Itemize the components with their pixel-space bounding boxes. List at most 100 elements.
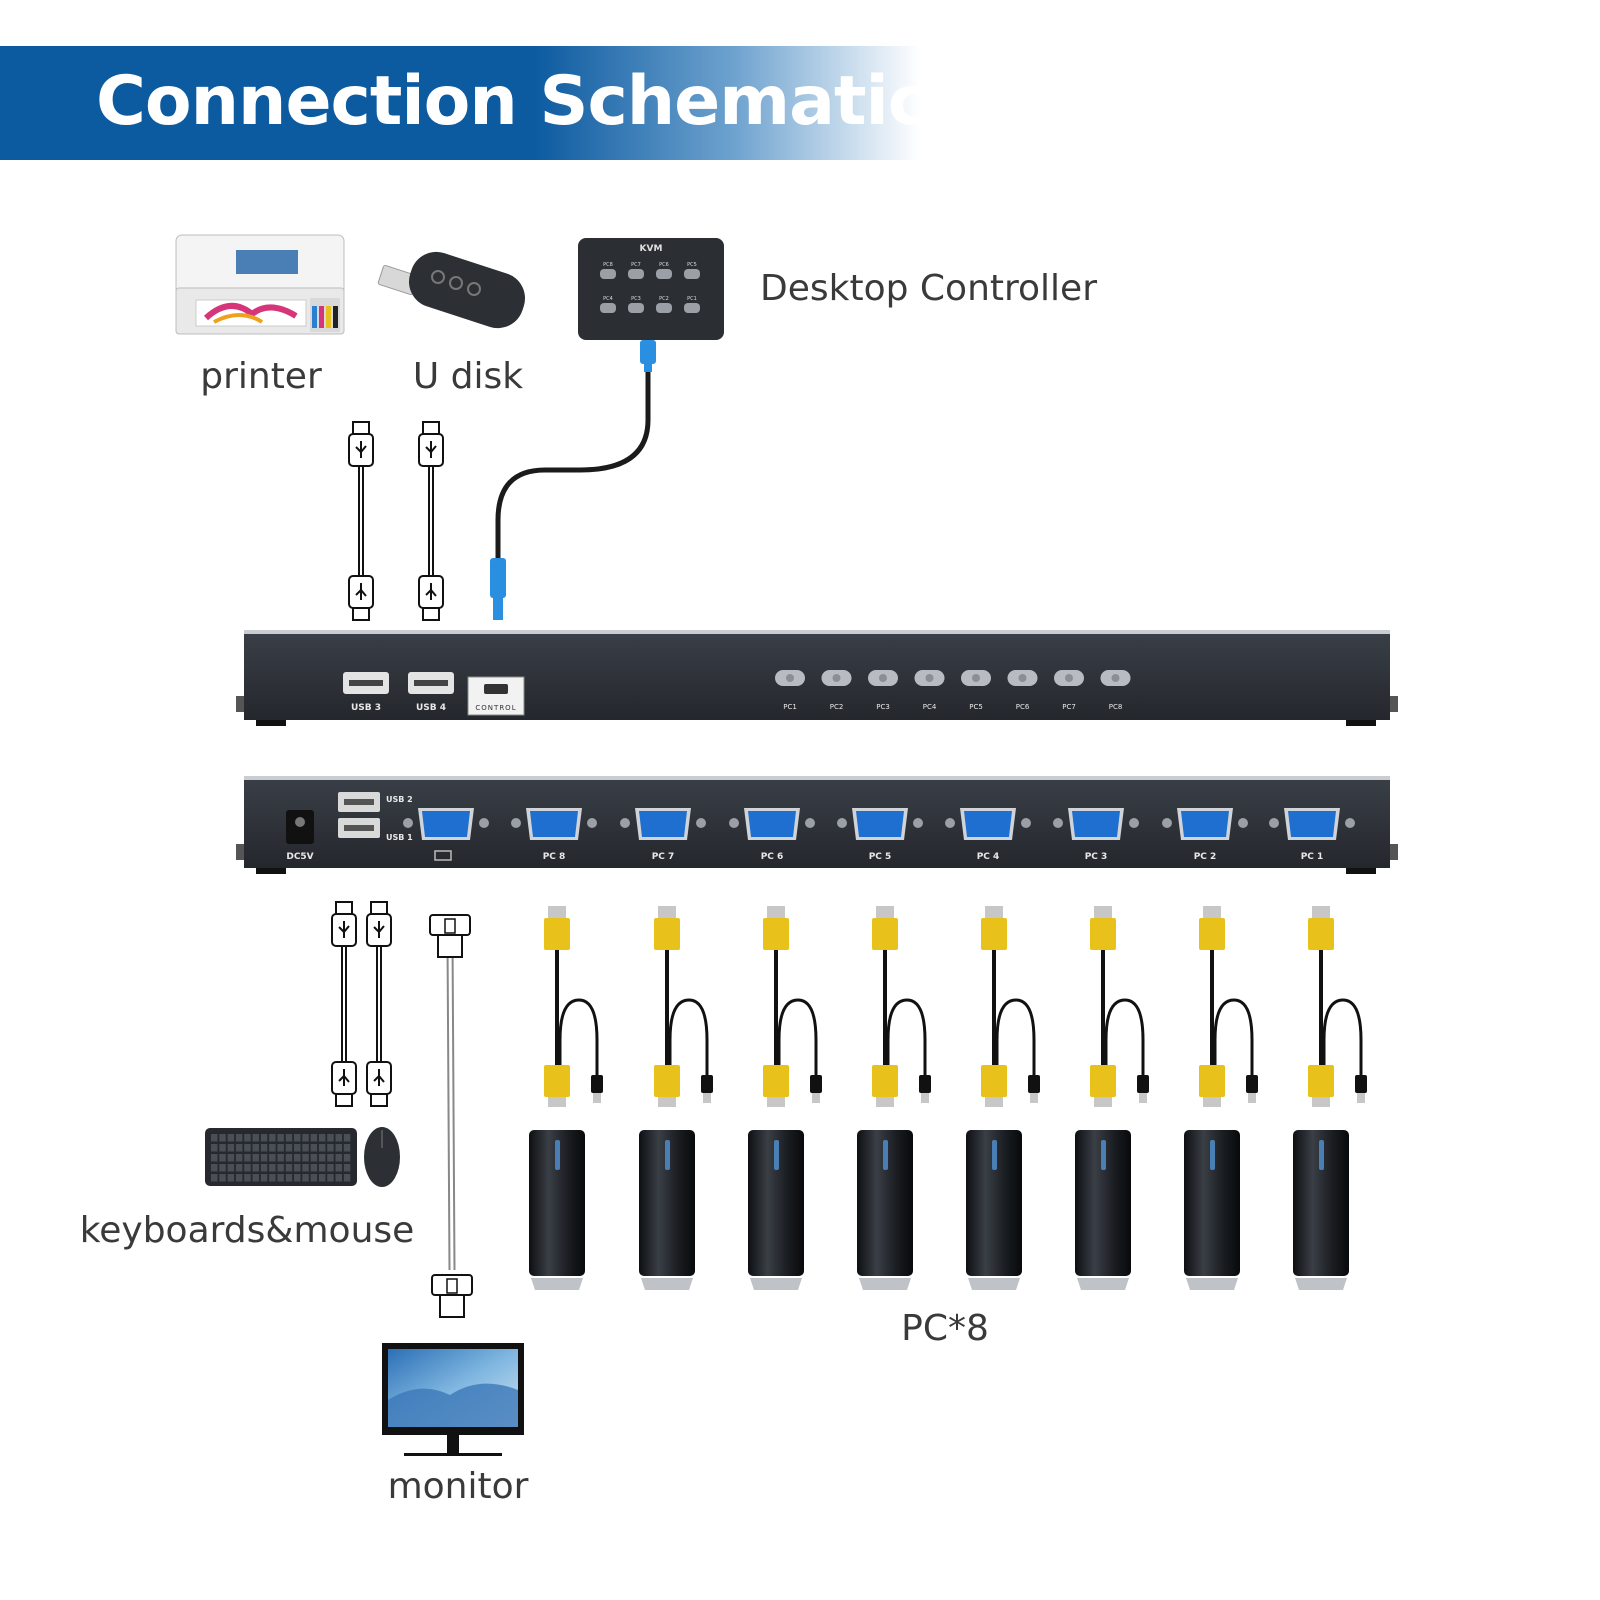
front-pc-button: PC1 (775, 670, 805, 711)
kbm-label: keyboards&mouse (80, 1210, 415, 1251)
keyboard-key (227, 1144, 235, 1152)
pc-tower-icon (1293, 1130, 1349, 1290)
pc-cable-set (544, 906, 1367, 1107)
usb-cable-keyboard (331, 901, 357, 1107)
keyboard-key (235, 1174, 243, 1182)
udisk-label: U disk (413, 356, 523, 397)
front-pc-button-label: PC4 (923, 703, 937, 711)
keyboard-key (327, 1154, 334, 1162)
controller-button-label: PC3 (631, 296, 641, 302)
usb-cables-upper (348, 421, 444, 621)
pc-tower-icon (529, 1130, 585, 1290)
controller-label: Desktop Controller (760, 268, 1097, 309)
monitor-cable (446, 939, 456, 1271)
power-jack (286, 810, 314, 844)
keyboard-key (235, 1164, 243, 1172)
controller-button-label: PC1 (687, 296, 697, 302)
keyboard-key (294, 1164, 301, 1172)
keyboard-key (252, 1134, 259, 1142)
pc-tower-icon (1075, 1130, 1131, 1290)
keyboard-key (227, 1174, 235, 1182)
rear-usb-label-1: USB 1 (386, 833, 413, 842)
keyboard-key (269, 1154, 276, 1162)
keyboard-key (327, 1144, 334, 1152)
front-usb-label: USB 3 (351, 703, 381, 713)
keyboard-key (269, 1144, 276, 1152)
keyboard-key (211, 1144, 218, 1152)
page-title: Connection Schematic (96, 62, 928, 141)
usb-plug-icon (366, 901, 392, 947)
keyboard-key (310, 1144, 318, 1152)
keyboard-key (252, 1154, 259, 1162)
power-label: DC5V (286, 852, 313, 862)
vga-plug-icon (431, 1274, 473, 1318)
keyboard-key (277, 1174, 284, 1182)
front-pc-button-label: PC3 (876, 703, 890, 711)
front-pc-button: PC2 (821, 670, 852, 711)
keyboard-key (219, 1154, 226, 1162)
keyboard-key (260, 1154, 268, 1162)
header-banner (0, 46, 920, 160)
pc-towers (529, 1130, 1349, 1290)
usb-plug-icon (331, 1061, 357, 1107)
controller-button: PC3 (628, 296, 644, 313)
pc-vga-port-label: PC 5 (869, 852, 892, 862)
pc-vga-port: PC 5 (837, 808, 923, 862)
pc-tower-icon (857, 1130, 913, 1290)
keyboard-key (235, 1144, 243, 1152)
usb-cable-mouse (366, 901, 392, 1107)
keyboard-key (335, 1134, 342, 1142)
pc-vga-port: PC 8 (511, 808, 597, 862)
pc-vga-port: PC 7 (620, 808, 706, 862)
monitor-vga-port (403, 808, 489, 840)
keyboard-key (327, 1134, 334, 1142)
controller-button-label: PC7 (631, 262, 641, 268)
keyboard-key (318, 1154, 326, 1162)
usb-plug-icon (418, 421, 444, 467)
pc-vga-port-label: PC 7 (652, 852, 675, 862)
controller-button: PC1 (684, 296, 700, 313)
pc-vga-port-label: PC 2 (1194, 852, 1217, 862)
pc-cable (763, 906, 822, 1107)
keyboard-key (285, 1134, 293, 1142)
rear-usb-label-2: USB 2 (386, 795, 413, 804)
pc-vga-port: PC 4 (945, 808, 1031, 862)
keyboard-key (343, 1154, 351, 1162)
keyboard-key (211, 1154, 218, 1162)
keyboard-key (294, 1144, 301, 1152)
vga-connector-icons (429, 914, 473, 1318)
front-pc-button: PC7 (1054, 670, 1084, 711)
keyboard-key (211, 1134, 218, 1142)
control-port-label: CONTROL (475, 704, 516, 712)
keyboard-key (252, 1174, 259, 1182)
usb-drive-icon (377, 251, 526, 329)
pc-cable (1308, 906, 1367, 1107)
keyboard-key (252, 1144, 259, 1152)
monitor-icon (382, 1343, 524, 1456)
keyboard-key (219, 1174, 226, 1182)
pc-cable (654, 906, 713, 1107)
front-pc-button: PC4 (914, 670, 945, 711)
controller-button-label: PC4 (603, 296, 613, 302)
keyboard-key (285, 1164, 293, 1172)
front-pc-button: PC5 (961, 670, 991, 711)
keyboard-key (211, 1164, 218, 1172)
keyboard-key (277, 1164, 284, 1172)
keyboard-key (227, 1134, 235, 1142)
pc-vga-port: PC 1 (1269, 808, 1355, 862)
keyboard-key (327, 1164, 334, 1172)
front-pc-button: PC8 (1100, 670, 1131, 711)
monitor-label: monitor (388, 1466, 529, 1507)
controller-button-label: PC8 (603, 262, 613, 268)
usb-plug-icon (348, 421, 374, 467)
control-plug-icon (490, 558, 506, 598)
front-pc-button-label: PC1 (783, 703, 797, 711)
pc-vga-port: PC 2 (1162, 808, 1248, 862)
keyboard-key (343, 1134, 351, 1142)
keyboard-key (260, 1134, 268, 1142)
keyboard-key (310, 1154, 318, 1162)
keyboard-key (235, 1134, 243, 1142)
keyboard-key (335, 1154, 342, 1162)
printer-icon (175, 234, 345, 335)
